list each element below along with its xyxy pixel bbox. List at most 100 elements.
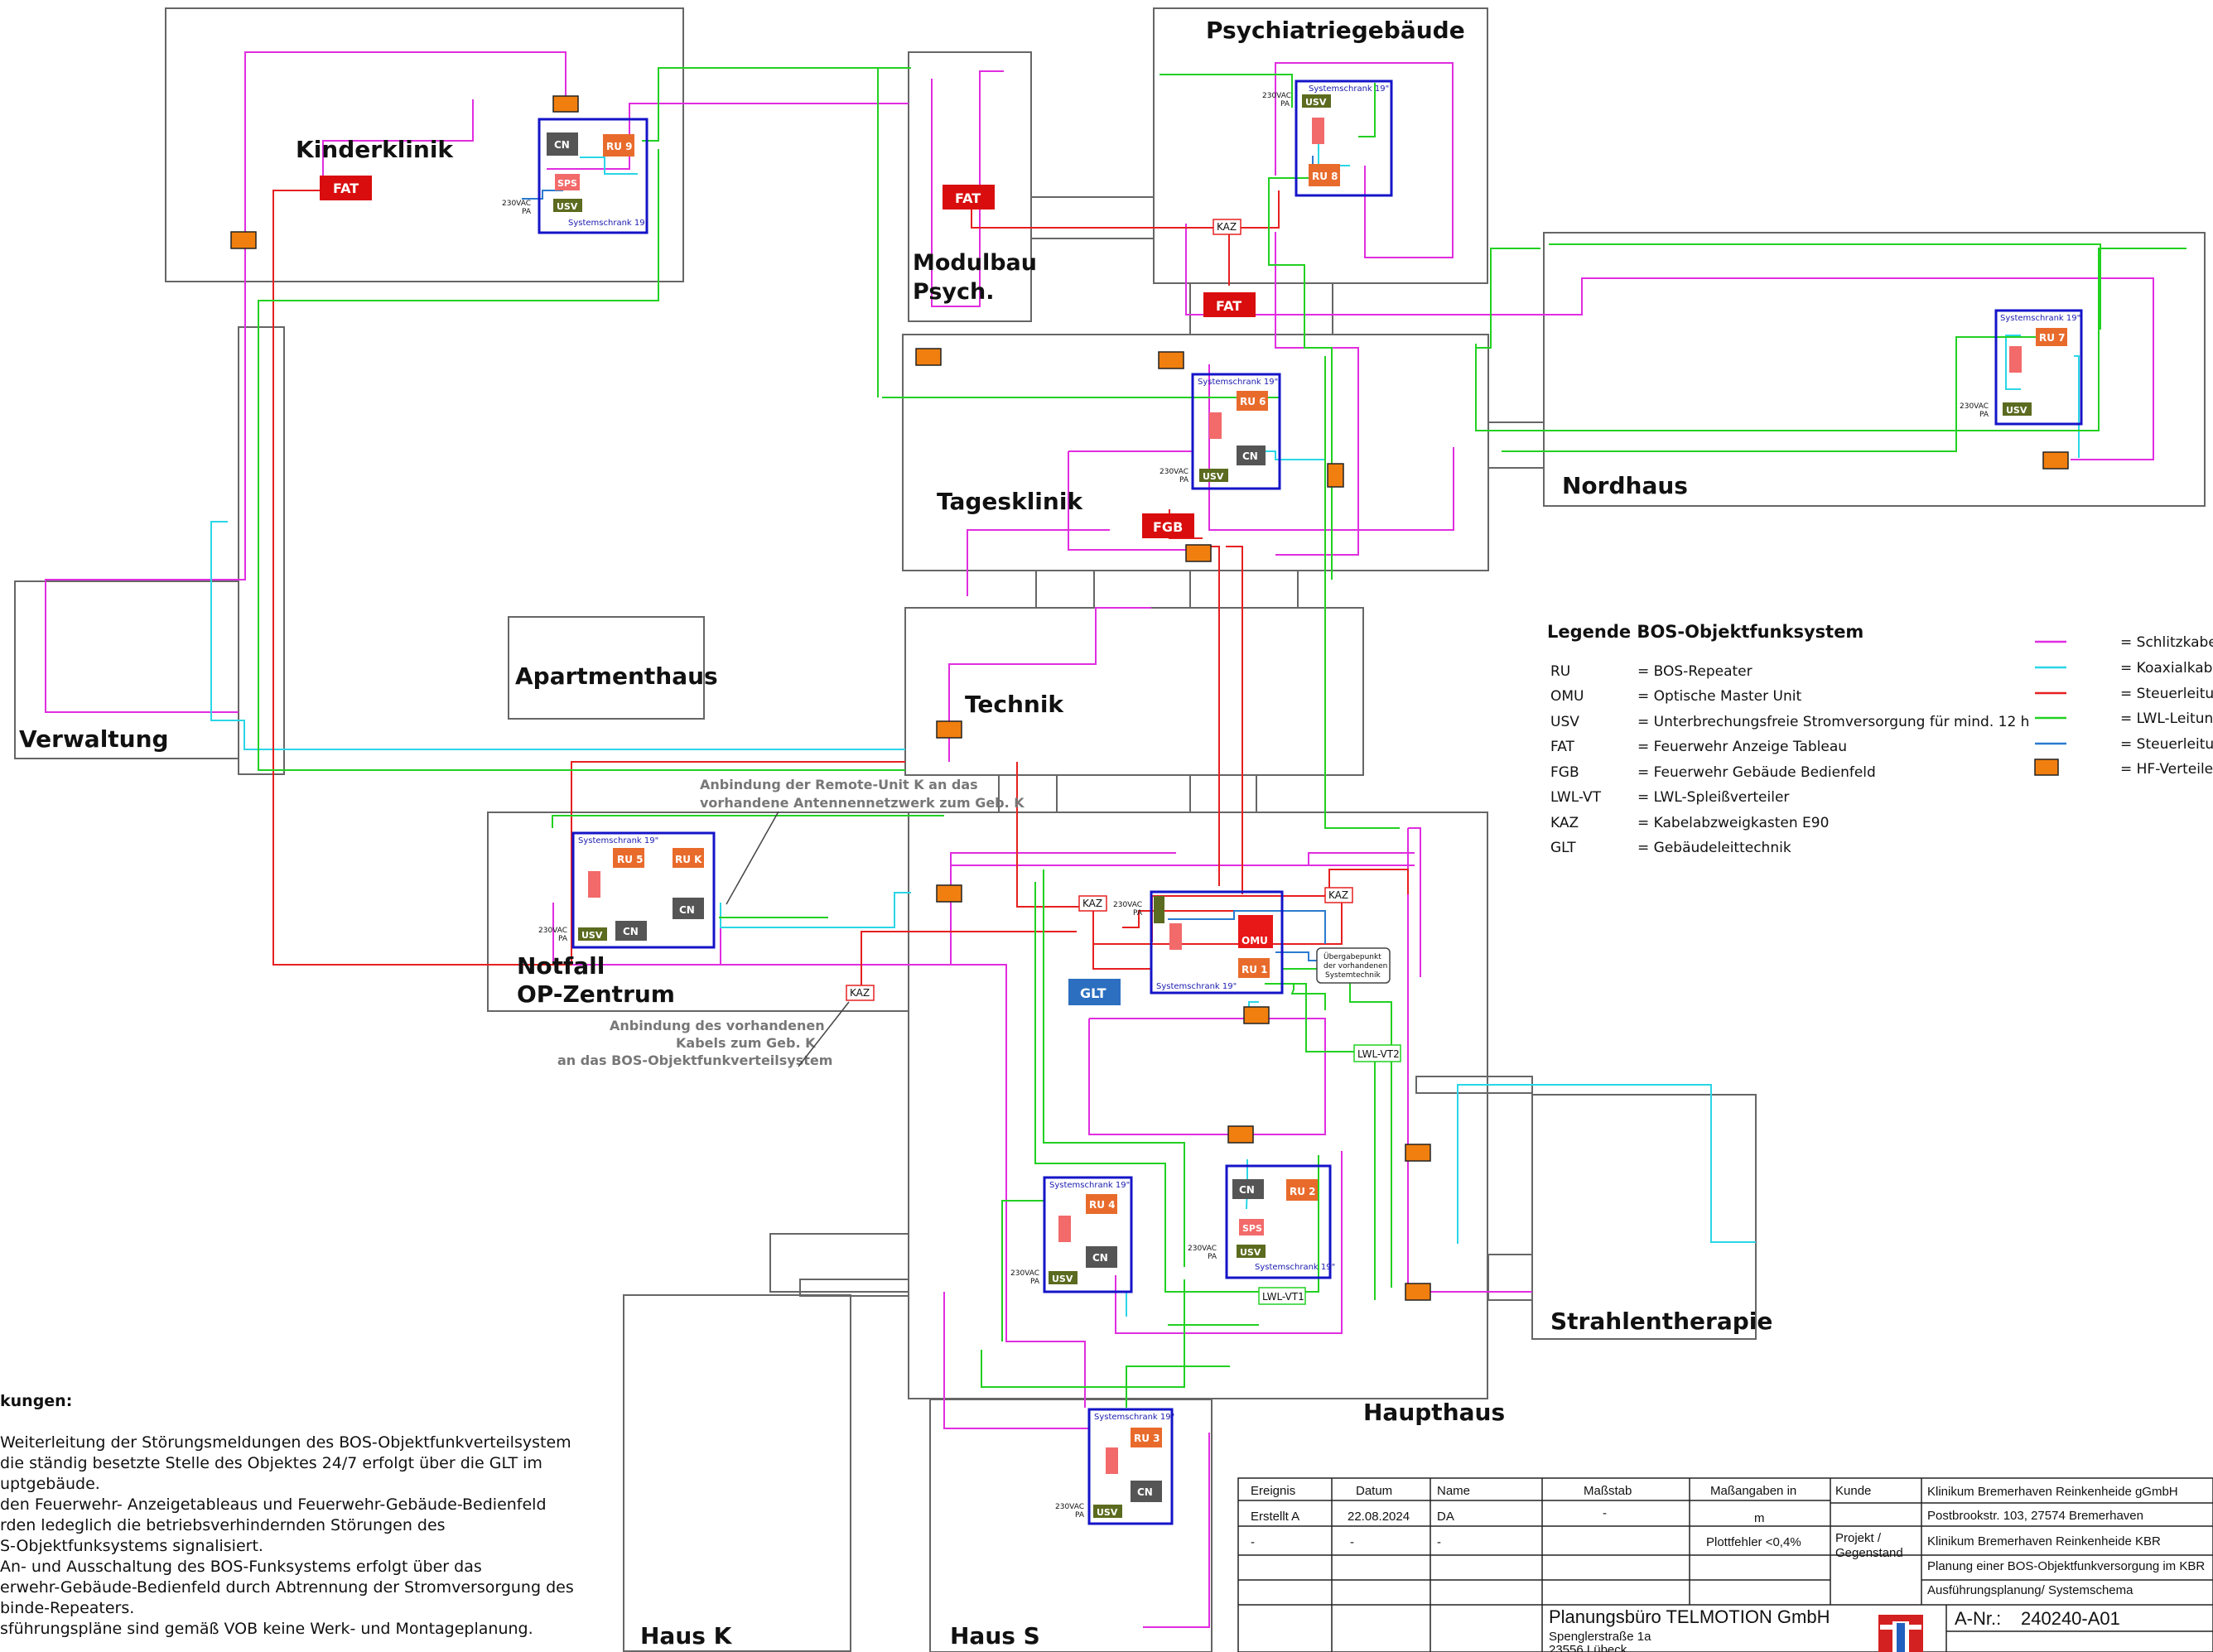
svg-text:USV: USV	[581, 930, 603, 941]
svg-text:RU 7: RU 7	[2039, 332, 2066, 344]
svg-text:Systemschrank 19": Systemschrank 19"	[1156, 982, 1237, 991]
svg-text:vorhandene Antennennetzwerk zu: vorhandene Antennennetzwerk zum Geb. K	[700, 795, 1025, 811]
cn-label: CN	[554, 139, 570, 151]
svg-text:RU: RU	[1550, 663, 1570, 680]
svg-text:= Unterbrechungsfreie Stromver: = Unterbrechungsfreie Stromversorgung fü…	[1637, 714, 2029, 730]
cabinet-ru2: Systemschrank 19" CN RU 2 SPS USV 230VAC…	[1188, 1164, 1335, 1279]
svg-text:die ständig besetzte Stelle de: die ständig besetzte Stelle des Objektes…	[0, 1454, 542, 1472]
svg-text:Ereignis: Ereignis	[1251, 1484, 1295, 1498]
svg-text:LWL-VT2: LWL-VT2	[1357, 1048, 1400, 1060]
svg-text:rden ledeglich die betriebsver: rden ledeglich die betriebsverhindernden…	[0, 1516, 446, 1534]
glt-label: GLT	[1080, 985, 1106, 1001]
svg-text:= Steuerleitung: = Steuerleitung	[2120, 736, 2213, 753]
svg-text:RU 2: RU 2	[1290, 1186, 1316, 1197]
label-kinderklinik: Kinderklinik	[296, 136, 454, 163]
label-haus-k: Haus K	[640, 1622, 733, 1650]
svg-text:erwehr-Gebäude-Bedienfeld durc: erwehr-Gebäude-Bedienfeld durch Abtrennu…	[0, 1578, 574, 1597]
svg-text:RU 3: RU 3	[1134, 1433, 1160, 1444]
svg-text:Systemschrank 19": Systemschrank 19"	[1094, 1413, 1174, 1422]
svg-text:Postbrookstr. 103, 27574 Breme: Postbrookstr. 103, 27574 Bremerhaven	[1927, 1509, 2143, 1523]
svg-text:m: m	[1754, 1511, 1765, 1525]
office-name: Planungsbüro TELMOTION GmbH	[1549, 1606, 1830, 1627]
svg-text:PA: PA	[1075, 1511, 1085, 1520]
svg-text:DA: DA	[1437, 1510, 1454, 1524]
svg-text:RU K: RU K	[675, 854, 702, 865]
svg-text:= BOS-Repeater: = BOS-Repeater	[1637, 663, 1753, 680]
svg-text:USV: USV	[1052, 1274, 1073, 1284]
fat-label-tagesklinik: FAT	[1216, 298, 1241, 314]
svg-text:binde-Repeaters.: binde-Repeaters.	[0, 1599, 134, 1617]
label-modulbau: Modulbau	[913, 250, 1037, 276]
annotations: Anbindung der Remote-Unit K an das vorha…	[557, 777, 1025, 1068]
usv-label: USV	[557, 201, 578, 212]
svg-text:CN: CN	[1092, 1252, 1108, 1264]
cable-network	[45, 51, 2186, 1628]
svg-text:Gegenstand: Gegenstand	[1835, 1546, 1903, 1560]
svg-text:FGB: FGB	[1550, 764, 1579, 781]
svg-text:Übergabepunkt: Übergabepunkt	[1323, 952, 1381, 961]
svg-text:Name: Name	[1437, 1484, 1470, 1498]
svg-text:RU 1: RU 1	[1241, 964, 1268, 975]
svg-text:CN: CN	[623, 926, 639, 937]
svg-text:KAZ: KAZ	[1328, 889, 1348, 901]
svg-text:USV: USV	[1203, 471, 1224, 482]
cabinet-ru8: Systemschrank 19" USV RU 8 230VAC PA	[1262, 79, 1393, 197]
svg-text:An- und Ausschaltung des BOS-F: An- und Ausschaltung des BOS-Funksystems…	[0, 1558, 482, 1576]
svg-text:Anbindung der Remote-Unit K a: Anbindung der Remote-Unit K an das	[700, 777, 978, 792]
svg-text:kungen:: kungen:	[0, 1392, 72, 1410]
svg-text:-: -	[1251, 1535, 1255, 1549]
cabinet-ru7: Systemschrank 19" RU 7 USV 230VAC PA	[1960, 309, 2083, 426]
svg-text:= LWL-Spleißverteiler: = LWL-Spleißverteiler	[1637, 789, 1789, 806]
svg-text:USV: USV	[1240, 1247, 1261, 1258]
svg-text:Psych.: Psych.	[913, 279, 994, 305]
svg-text:Systemtechnik: Systemtechnik	[1325, 971, 1381, 980]
title-block: Ereignis Datum Name Maßstab Maßangaben i…	[1237, 1477, 2213, 1652]
svg-text:S-Objektfunksystems signalisie: S-Objektfunksystems signalisiert.	[0, 1537, 263, 1555]
svg-text:Datum: Datum	[1356, 1484, 1392, 1498]
telmotion-logo	[1878, 1615, 1923, 1652]
notes: kungen: Weiterleitung der Störungsmeldun…	[0, 1392, 574, 1638]
svg-text:PA: PA	[1030, 1278, 1040, 1286]
label-psychiatrie: Psychiatriegebäude	[1206, 17, 1465, 44]
svg-text:uptgebäude.: uptgebäude.	[0, 1475, 100, 1493]
svg-text:FAT: FAT	[1550, 739, 1575, 755]
svg-text:230VAC: 230VAC	[502, 200, 531, 208]
svg-text:LWL-VT1: LWL-VT1	[1262, 1291, 1304, 1303]
svg-text:Systemschrank 19": Systemschrank 19"	[2000, 314, 2080, 323]
svg-text:= Optische Master Unit: = Optische Master Unit	[1637, 688, 1801, 705]
svg-text:den Feuerwehr- Anzeigetableaus: den Feuerwehr- Anzeigetableaus und Feuer…	[0, 1495, 547, 1514]
svg-text:RU 5: RU 5	[617, 854, 644, 865]
svg-text:Anbindung des vorhandenen: Anbindung des vorhandenen	[610, 1018, 825, 1033]
svg-text:Spenglerstraße 1a: Spenglerstraße 1a	[1549, 1630, 1651, 1644]
kaz-boxes: KAZ KAZ KAZ KAZ LWL-VT1 LWL-VT2 Übergabe…	[846, 219, 1401, 1305]
label-verwaltung: Verwaltung	[19, 725, 169, 753]
svg-text:sführungspläne sind gemäß VOB: sführungspläne sind gemäß VOB keine Werk…	[0, 1620, 533, 1638]
svg-text:-: -	[1437, 1535, 1441, 1549]
svg-text:RU 8: RU 8	[1312, 171, 1338, 182]
svg-text:= HF-Verteiler: = HF-Verteiler	[2120, 761, 2213, 778]
svg-text:USV: USV	[1097, 1507, 1118, 1518]
svg-text:PA: PA	[1208, 1253, 1217, 1261]
svg-text:USV: USV	[1550, 714, 1579, 730]
svg-text:PA: PA	[1179, 476, 1189, 484]
svg-text:230VAC: 230VAC	[1188, 1245, 1217, 1253]
svg-text:Systemschrank 19": Systemschrank 19"	[1198, 378, 1278, 387]
svg-text:= Feuerwehr Anzeige Tableau: = Feuerwehr Anzeige Tableau	[1637, 739, 1847, 755]
building-labels: Kinderklinik Psychiatriegebäude Modulbau…	[19, 17, 1772, 1650]
svg-text:Planung einer BOS-Objektfunkve: Planung einer BOS-Objektfunkversorgung i…	[1927, 1559, 2205, 1573]
sps-label: SPS	[557, 178, 577, 189]
svg-text:Erstellt A: Erstellt A	[1251, 1510, 1299, 1524]
svg-text:der vorhandenen: der vorhandenen	[1323, 962, 1387, 970]
svg-text:A-Nr.:: A-Nr.:	[1955, 1608, 2001, 1629]
svg-text:CN: CN	[679, 904, 695, 916]
svg-text:Systemschrank 19": Systemschrank 19"	[1255, 1263, 1335, 1272]
svg-text:Kunde: Kunde	[1835, 1484, 1871, 1498]
svg-text:PA: PA	[558, 935, 568, 943]
system-cabinets: Systemschrank 19" CN RU 9 SPS USV 230VAC…	[502, 79, 2083, 1525]
svg-text:230VAC: 230VAC	[538, 927, 567, 935]
svg-text:OP-Zentrum: OP-Zentrum	[517, 980, 675, 1008]
svg-text:230VAC: 230VAC	[1262, 92, 1291, 100]
svg-text:KAZ: KAZ	[1082, 898, 1102, 909]
svg-text:RU 6: RU 6	[1240, 396, 1266, 407]
